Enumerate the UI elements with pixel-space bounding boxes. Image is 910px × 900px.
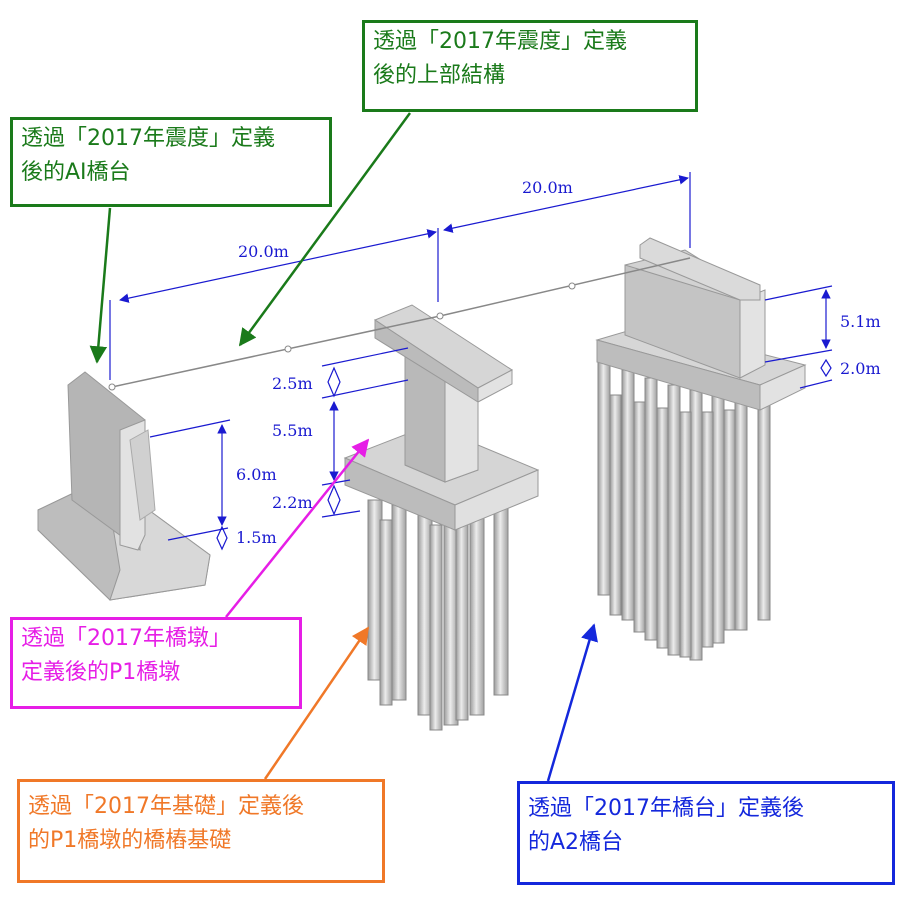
a1-abutment	[37, 371, 211, 601]
p1-pier-cap	[373, 304, 513, 403]
span-2-arrow	[443, 175, 689, 233]
a1-wall-height-label: 6.0m	[236, 465, 277, 484]
p1-pier-callout: 透過「2017年橋墩」 定義後的P1橋墩	[10, 617, 302, 709]
p1-footing-height-label: 2.2m	[272, 493, 313, 512]
p1-column-height-label: 5.5m	[272, 421, 313, 440]
a2-callout-line1: 透過「2017年橋台」定義後	[528, 796, 804, 821]
a2-callout-line2: 的A2橋台	[528, 830, 624, 856]
p1-pier-callout-line2: 定義後的P1橋墩	[21, 660, 181, 686]
superstructure-callout: 透過「2017年震度」定義 後的上部結構	[362, 20, 698, 112]
a1-callout-line2: 後的AI橋台	[21, 160, 131, 186]
a2-footing-height-label: 2.0m	[840, 359, 881, 378]
a1-callout-line1: 透過「2017年震度」定義	[21, 126, 275, 151]
p1-pier-leader-arrow	[225, 438, 370, 618]
a2-pile-group	[597, 359, 771, 661]
a2-height-dimensions	[764, 285, 833, 389]
p1-foundation-leader-arrow	[263, 626, 370, 780]
span-dimensions	[109, 172, 691, 380]
span-1-label: 20.0m	[238, 242, 289, 261]
p1-cap-height-label: 2.5m	[272, 374, 313, 393]
span-2-label: 20.0m	[522, 178, 573, 197]
p1-pier-footing	[343, 424, 540, 531]
superstructure-leader-arrow	[238, 112, 412, 347]
superstructure-callout-line2: 後的上部結構	[373, 63, 506, 89]
p1-foundation-callout: 透過「2017年基礎」定義後 的P1橋墩的橋樁基礎	[17, 779, 385, 883]
a2-abutment-wall	[624, 237, 766, 379]
span-1-arrow	[119, 229, 437, 303]
a2-abutment-callout: 透過「2017年橋台」定義後 的A2橋台	[517, 781, 895, 885]
a1-leader-arrow	[89, 207, 112, 364]
a1-height-dimensions	[149, 419, 231, 551]
a2-wall-height-label: 5.1m	[840, 312, 881, 331]
p1-foundation-callout-line2: 的P1橋墩的橋樁基礎	[28, 828, 232, 854]
a1-footing-height-label: 1.5m	[236, 528, 277, 547]
p1-pile-group	[367, 499, 509, 731]
a2-leader-arrow	[546, 623, 598, 782]
superstructure-callout-line1: 透過「2017年震度」定義	[373, 29, 627, 54]
superstructure-line	[108, 257, 691, 391]
p1-height-dimensions	[321, 347, 409, 518]
p1-foundation-callout-line1: 透過「2017年基礎」定義後	[28, 794, 304, 819]
p1-pier-callout-line1: 透過「2017年橋墩」	[21, 626, 231, 651]
a1-abutment-callout: 透過「2017年震度」定義 後的AI橋台	[10, 117, 332, 207]
